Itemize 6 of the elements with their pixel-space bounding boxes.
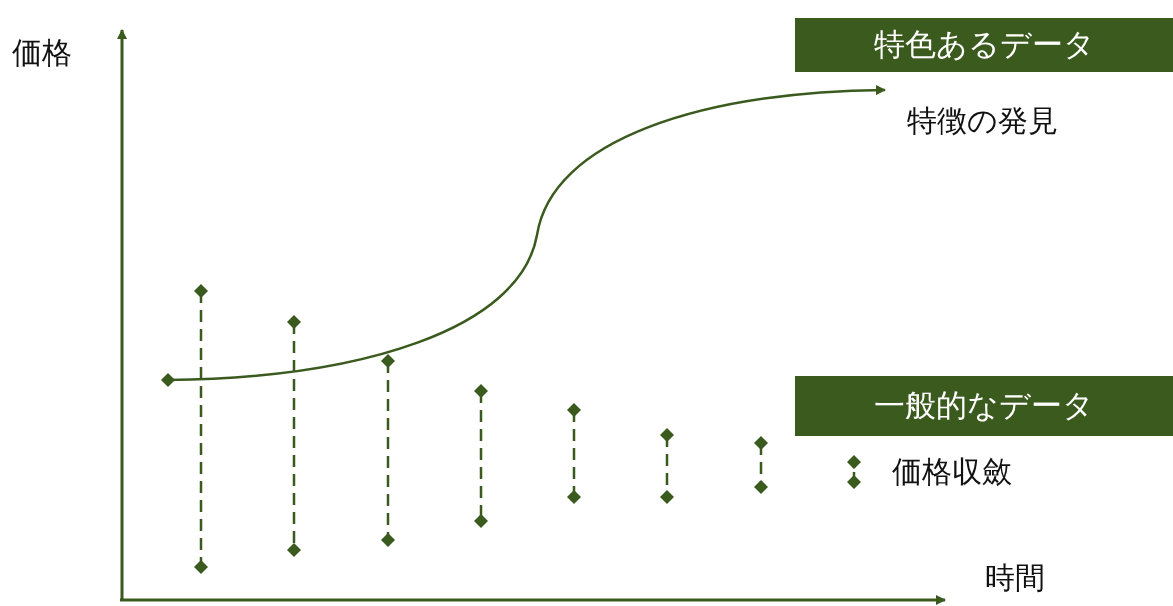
category-banner: 特色あるデータ bbox=[795, 18, 1173, 72]
axis-label: 価格 bbox=[12, 38, 72, 68]
axis-label: 時間 bbox=[985, 563, 1045, 593]
legend-text: 価格収斂 bbox=[892, 457, 1012, 487]
category-banner: 一般的なデータ bbox=[795, 376, 1173, 436]
axis-label: 特徴の発見 bbox=[907, 106, 1058, 136]
